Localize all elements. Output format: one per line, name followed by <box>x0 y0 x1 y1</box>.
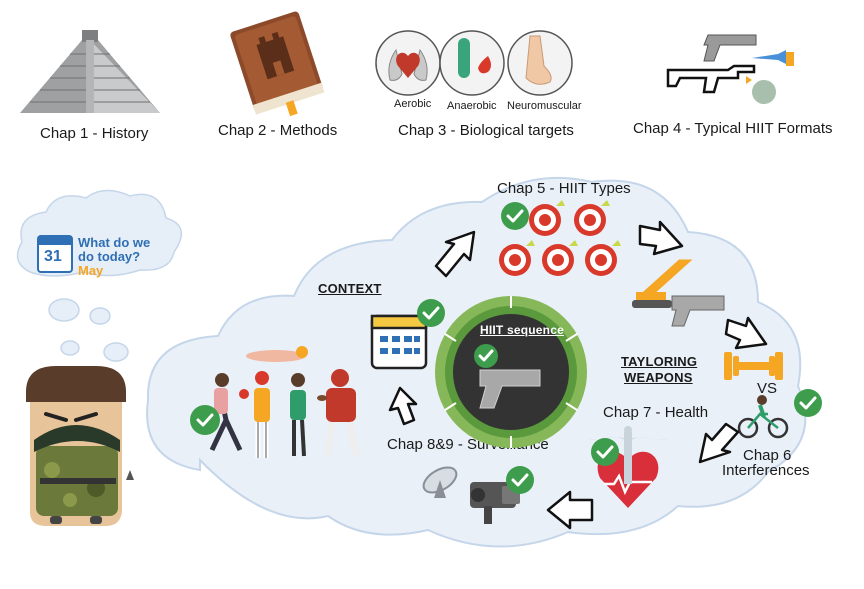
chapter-6-interferences: Interferences <box>722 462 810 479</box>
calendar-day: 31 <box>44 248 62 265</box>
arrow-cyclist-to-heart <box>698 422 740 464</box>
chapter-1-label: Chap 1 - History <box>40 125 149 142</box>
check-icon <box>506 466 534 494</box>
chapter-5-label: Chap 5 - HIIT Types <box>497 180 631 197</box>
check-icon <box>591 438 619 466</box>
context-label: CONTEXT <box>318 281 382 296</box>
check-icon <box>417 299 445 327</box>
tayloring-label-2: WEAPONS <box>624 370 693 385</box>
tayloring-label-1: TAYLORING <box>621 354 698 369</box>
bio-target-anaerobic: Anaerobic <box>447 100 497 112</box>
arrow-context-to-ch5 <box>434 230 476 278</box>
bio-target-neuromuscular: Neuromuscular <box>507 100 582 112</box>
arrow-surveillance-to-context <box>388 386 418 426</box>
hiit-sequence-label: HIIT sequence <box>480 323 564 337</box>
arrow-heart-to-camera <box>546 490 594 530</box>
bio-target-aerobic: Aerobic <box>394 98 432 110</box>
vs-label: VS <box>757 380 778 397</box>
check-icon <box>501 202 529 230</box>
chapter-2-label: Chap 2 - Methods <box>218 122 338 139</box>
check-icon <box>794 389 822 417</box>
chapter-4-label: Chap 4 - Typical HIIT Formats <box>633 120 833 137</box>
arrow-crane-to-dumbbell <box>724 316 768 350</box>
chapter-8-9-label: Chap 8&9 - Surveillance <box>387 436 549 453</box>
arrow-ch5-to-crane <box>638 220 684 256</box>
chapter-6-label: Chap 6 <box>743 447 792 464</box>
bubble-line-1: What do we <box>78 235 151 250</box>
check-icon <box>190 405 220 435</box>
chapter-3-label: Chap 3 - Biological targets <box>398 122 574 139</box>
check-icon <box>474 344 498 368</box>
bubble-answer: May <box>78 263 104 278</box>
chapter-7-label: Chap 7 - Health <box>603 404 709 421</box>
bubble-line-2: do today? <box>78 249 141 264</box>
